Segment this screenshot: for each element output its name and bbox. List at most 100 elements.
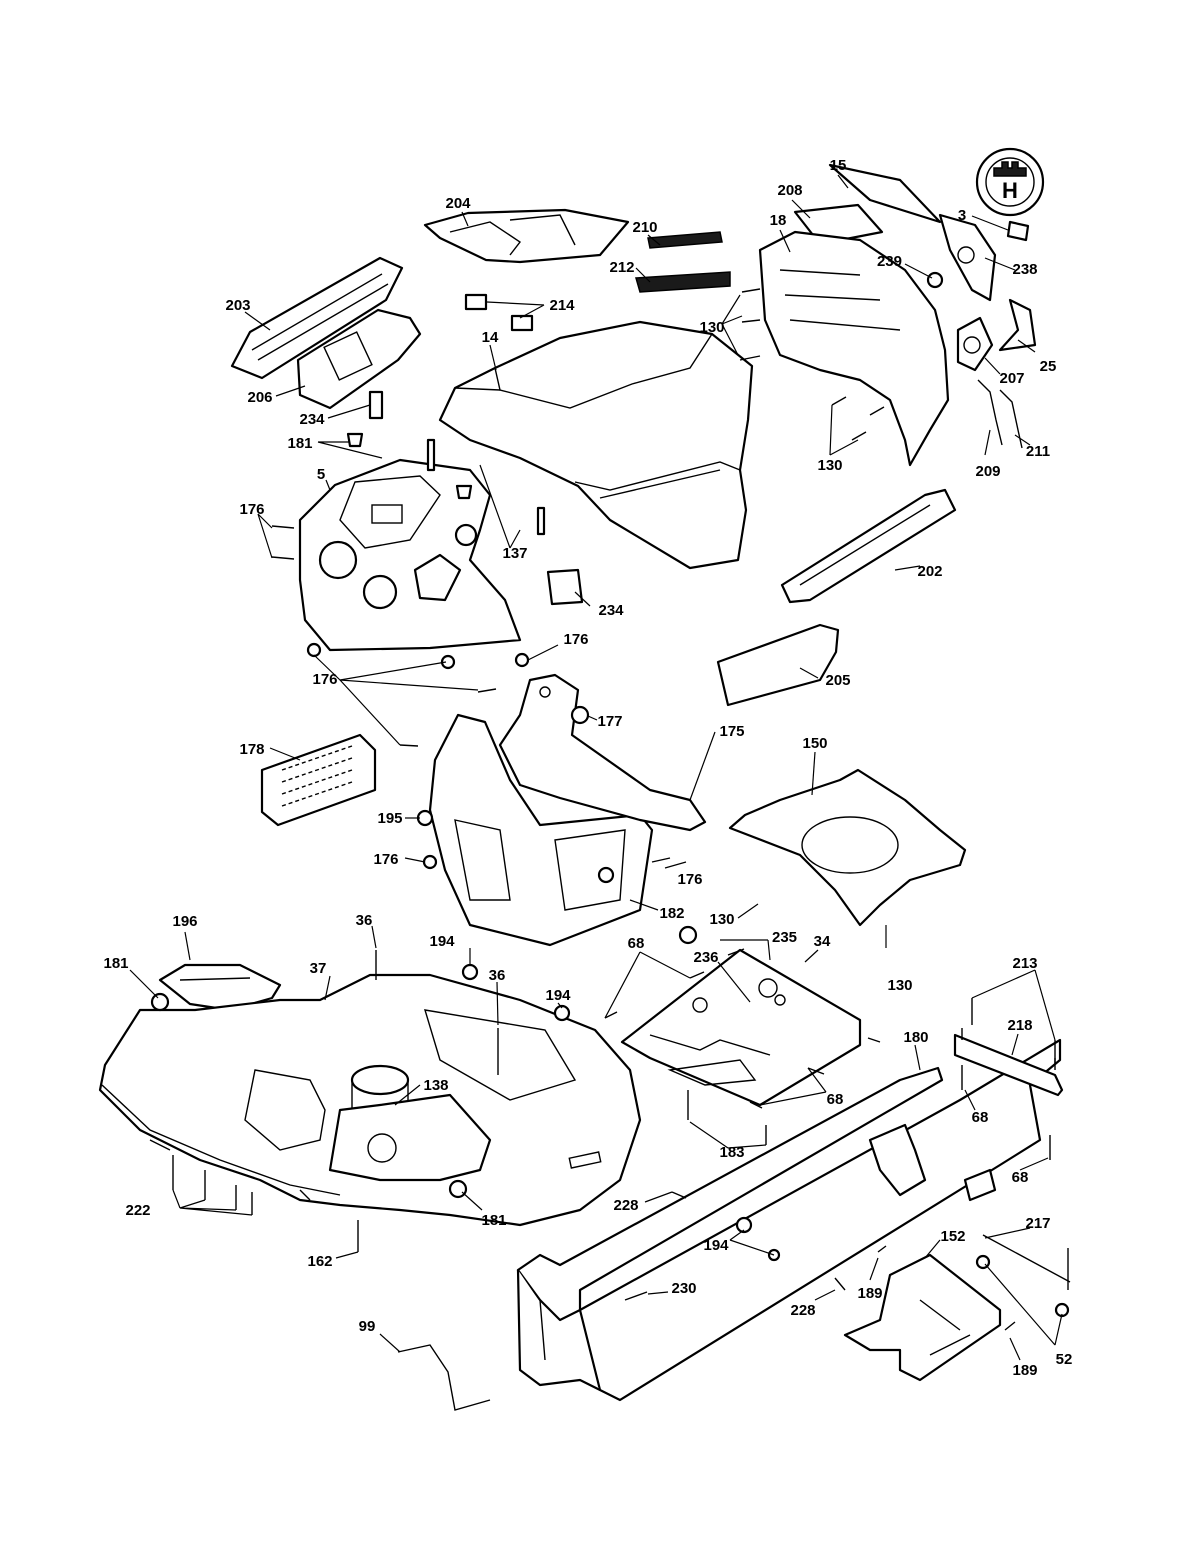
callout-37: 37	[310, 960, 327, 977]
callout-34: 34	[814, 933, 831, 950]
callout-68-c: 68	[972, 1109, 989, 1126]
leader-lines	[129, 174, 1063, 1361]
side-panel-238	[938, 213, 997, 302]
callout-175: 175	[719, 723, 744, 740]
frame-180	[516, 1038, 1062, 1402]
clip-177	[570, 705, 590, 725]
callout-217: 217	[1025, 1215, 1050, 1232]
callout-138: 138	[423, 1077, 448, 1094]
rod-99	[397, 1344, 491, 1411]
callout-181-b: 181	[103, 955, 128, 972]
callout-5: 5	[317, 466, 325, 483]
callout-99: 99	[359, 1318, 376, 1335]
callout-177: 177	[597, 713, 622, 730]
clip-234a	[368, 390, 384, 420]
callout-36-b: 36	[489, 967, 506, 984]
bolts-213-68	[961, 998, 1056, 1160]
callout-52: 52	[1056, 1351, 1073, 1368]
screws-130-upper	[739, 288, 885, 441]
callout-209: 209	[975, 463, 1000, 480]
fasteners-181-137	[346, 432, 546, 536]
callout-189-b: 189	[1012, 1362, 1037, 1379]
callout-137: 137	[502, 545, 527, 562]
callout-207: 207	[999, 370, 1024, 387]
callout-181-c: 181	[481, 1212, 506, 1229]
callout-222: 222	[125, 1202, 150, 1219]
callout-178: 178	[239, 741, 264, 758]
callout-218: 218	[1007, 1017, 1032, 1034]
grille-bracket-206	[296, 308, 422, 410]
fender-37	[98, 973, 642, 1227]
callout-210: 210	[632, 219, 657, 236]
callout-195: 195	[377, 810, 402, 827]
callout-150: 150	[802, 735, 827, 752]
callout-189-a: 189	[857, 1285, 882, 1302]
callout-130-d: 130	[887, 977, 912, 994]
callout-18: 18	[770, 212, 787, 229]
callout-228-a: 228	[613, 1197, 638, 1214]
hood-side-208-18	[758, 163, 950, 467]
hood-top-panel-204	[423, 208, 630, 264]
callout-196: 196	[172, 913, 197, 930]
callout-203: 203	[225, 297, 250, 314]
callout-176-d: 176	[373, 851, 398, 868]
callout-236: 236	[693, 949, 718, 966]
bracket-175	[498, 673, 707, 832]
dash-housing-182	[428, 713, 654, 947]
callout-68-a: 68	[628, 935, 645, 952]
headlight-207	[956, 316, 994, 372]
fuel-neck-138	[328, 1064, 492, 1182]
callout-208: 208	[777, 182, 802, 199]
callout-152: 152	[940, 1228, 965, 1245]
callout-213: 213	[1012, 955, 1037, 972]
bolts-36-194-181	[150, 950, 571, 1199]
screws-176-mid	[399, 688, 671, 870]
callout-234-b: 234	[598, 602, 624, 619]
callout-176-a: 176	[239, 501, 264, 518]
clips-214	[464, 293, 534, 332]
callout-130-b: 130	[817, 457, 842, 474]
grille-bar-203	[230, 256, 404, 380]
callout-212: 212	[609, 259, 634, 276]
dash-console-5	[298, 458, 522, 652]
callout-183: 183	[719, 1144, 744, 1161]
callout-211: 211	[1026, 443, 1050, 460]
clip-234b	[546, 568, 584, 606]
nut-239	[926, 271, 944, 289]
callout-205: 205	[825, 672, 850, 689]
trim-25	[998, 298, 1037, 352]
callout-214: 214	[549, 297, 575, 314]
vent-grille-178	[260, 733, 377, 827]
callout-194-a: 194	[429, 933, 455, 950]
callout-234-a: 234	[299, 411, 325, 428]
callout-194-b: 194	[545, 987, 571, 1004]
callout-235: 235	[772, 929, 797, 946]
strips-210-212	[635, 231, 731, 293]
callout-130-a: 130	[699, 319, 724, 336]
badge-3	[1006, 220, 1030, 242]
callout-130-c: 130	[709, 911, 734, 928]
callout-36-a: 36	[356, 912, 373, 929]
callout-176-c: 176	[312, 671, 337, 688]
callout-239: 239	[877, 253, 902, 270]
seat-bracket-196	[158, 963, 282, 1012]
cap-195	[416, 809, 434, 827]
callout-202: 202	[917, 563, 942, 580]
callout-182: 182	[659, 905, 684, 922]
springs-209-211	[977, 379, 1023, 449]
callout-labels: 15 3 208 18 204 210 212 239 238 203 214 …	[103, 157, 1072, 1379]
callout-204: 204	[445, 195, 471, 212]
callout-228-b: 228	[790, 1302, 815, 1319]
callout-238: 238	[1012, 261, 1037, 278]
screws-176-dash	[271, 525, 530, 670]
callout-181-a: 181	[287, 435, 312, 452]
callout-180: 180	[903, 1029, 928, 1046]
husqvarna-logo-icon: H	[975, 147, 1045, 217]
callout-68-b: 68	[827, 1091, 844, 1108]
callout-25: 25	[1040, 358, 1057, 375]
callout-162: 162	[307, 1253, 332, 1270]
footrest-plate-150	[728, 768, 967, 927]
guard-152	[843, 1253, 1002, 1382]
callout-176-b: 176	[563, 631, 588, 648]
